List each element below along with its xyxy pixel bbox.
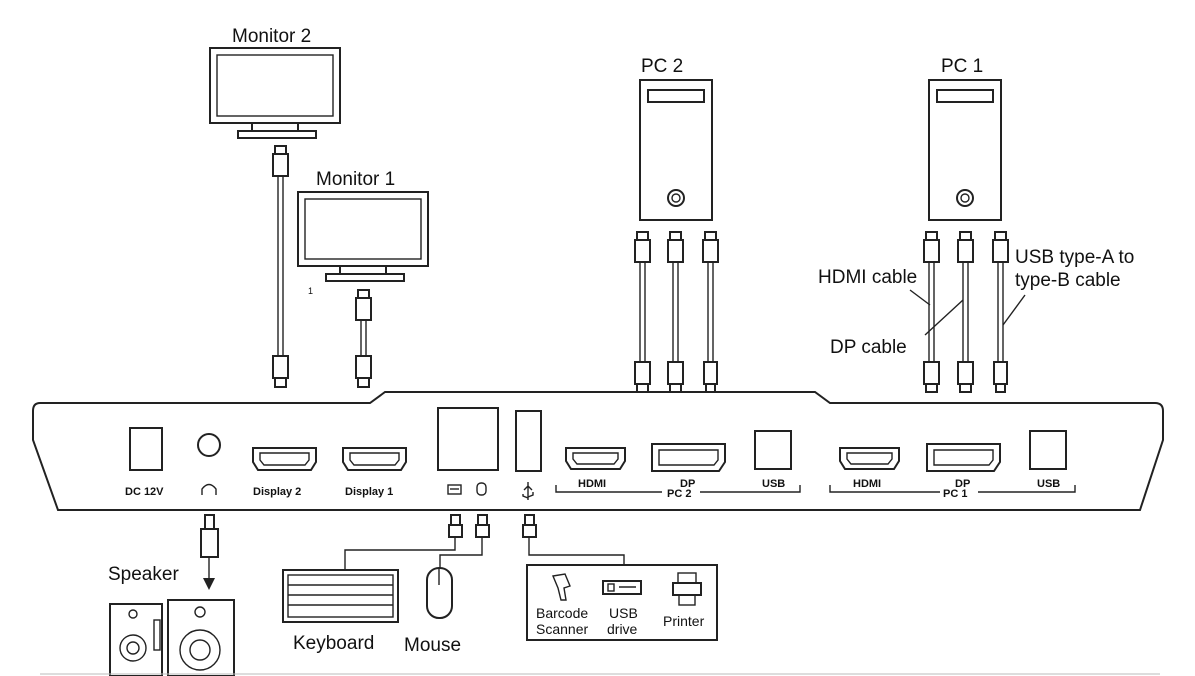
usb-hub-cable	[522, 514, 625, 565]
hdmi-cable-label: HDMI cable	[818, 267, 917, 288]
dc-12v-label: DC 12V	[125, 486, 164, 498]
headphone-icon	[201, 483, 217, 495]
pc-1-hdmi-label: HDMI	[853, 478, 881, 490]
monitor-2-label: Monitor 2	[232, 26, 311, 47]
display-1-port	[342, 447, 407, 471]
monitor-1-number: 1	[308, 286, 313, 296]
keyboard-label: Keyboard	[293, 633, 374, 654]
pc-2-dp-label: DP	[680, 478, 695, 490]
usb-peripherals-box	[526, 564, 718, 641]
keyboard-mouse-ports	[437, 407, 499, 471]
usb-cable-label-line2: type-B cable	[1015, 270, 1121, 291]
speaker	[109, 599, 235, 676]
mouse	[426, 567, 453, 619]
usb-hub-port	[515, 410, 542, 472]
monitor-1-label: Monitor 1	[316, 169, 395, 190]
usb-drive-icon	[602, 580, 642, 595]
printer-icon	[672, 572, 702, 606]
display-2-port	[252, 447, 317, 471]
usb-icon	[522, 482, 534, 500]
usb-drive-label-line1: USB	[609, 605, 638, 621]
display-1-label: Display 1	[345, 486, 393, 498]
pc-1-hdmi-port	[839, 447, 900, 470]
pc-1-cables	[923, 231, 1009, 393]
display-2-label: Display 2	[253, 486, 301, 498]
pc-2-hdmi-label: HDMI	[578, 478, 606, 490]
barcode-label-line1: Barcode	[536, 605, 588, 621]
pc-1-usb-label: USB	[1037, 478, 1060, 490]
usb-cable-leader	[1002, 294, 1026, 326]
pc-2-hdmi-port	[565, 447, 626, 470]
monitor-2	[209, 47, 341, 139]
pc-1-label: PC 1	[941, 56, 983, 77]
mouse-port-icon	[476, 482, 487, 496]
hdmi-cable-leader	[909, 289, 931, 306]
speaker-label: Speaker	[108, 564, 179, 585]
barcode-label-line2: Scanner	[536, 621, 588, 637]
pc-1-dp-label: DP	[955, 478, 970, 490]
pc-1-tower	[928, 79, 1002, 221]
pc-1-dp-port	[926, 443, 1001, 472]
keyboard	[282, 569, 399, 623]
barcode-scanner-icon	[552, 573, 571, 601]
pc-2-cables	[634, 231, 719, 393]
dp-cable-leader	[924, 299, 964, 336]
pc-2-usb-port	[754, 430, 792, 470]
printer-label: Printer	[663, 613, 705, 629]
pc-1-usb-port	[1029, 430, 1067, 470]
pc-2-label: PC 2	[641, 56, 683, 77]
monitor-1	[297, 191, 429, 282]
pc-2-tower	[639, 79, 713, 221]
mouse-label: Mouse	[404, 635, 461, 656]
pc-2-port-group-label: PC 2	[667, 488, 691, 500]
monitor-1-cable	[355, 289, 372, 388]
pc-2-port-group-bracket	[555, 485, 801, 493]
monitor-2-cable	[272, 145, 289, 388]
keyboard-port-icon	[447, 484, 462, 495]
dp-cable-label: DP cable	[830, 337, 907, 358]
pc-1-port-group-bracket	[829, 485, 1076, 493]
dc-12v-port	[129, 427, 163, 471]
usb-cable-label-line1: USB type-A to	[1015, 247, 1134, 268]
keyboard-mouse-cables	[344, 514, 490, 570]
pc-2-dp-port	[651, 443, 726, 472]
pc-2-usb-label: USB	[762, 478, 785, 490]
usb-drive-label-line2: drive	[607, 621, 638, 637]
speaker-cable	[200, 514, 219, 590]
pc-1-port-group-label: PC 1	[943, 488, 967, 500]
audio-jack	[197, 433, 221, 457]
